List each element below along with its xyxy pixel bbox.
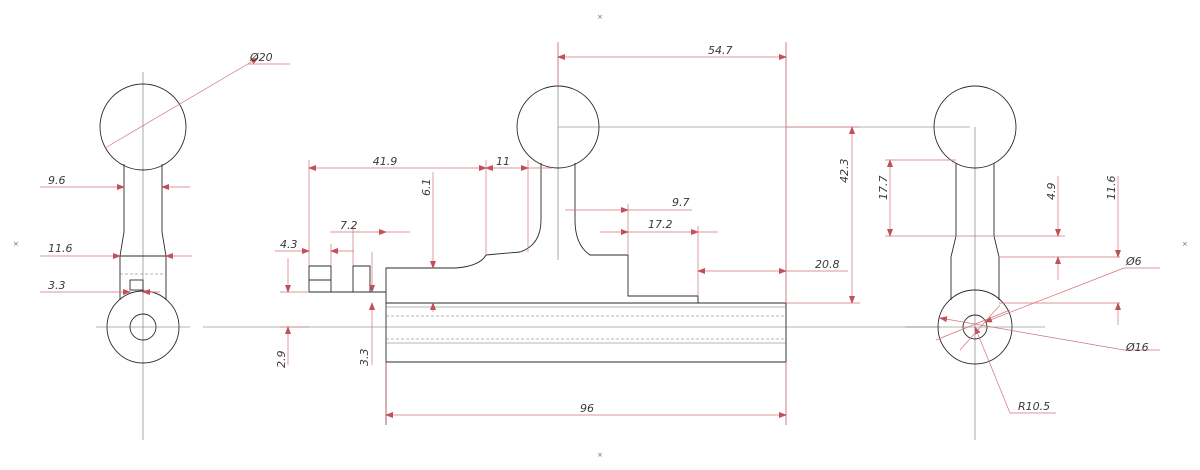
dim-eye-cross-1 (935, 309, 1011, 341)
marker-left: × (13, 240, 19, 248)
front-view-upper-step (385, 254, 786, 304)
dim-ball-diameter-line (104, 57, 259, 149)
dim-eye-diameter-text: Ø16 (1125, 341, 1149, 354)
marker-right: × (1182, 240, 1188, 248)
right-view: 17.7 4.9 11.6 Ø6 Ø16 R10.5 (877, 85, 1160, 440)
left-view-ball (99, 83, 187, 171)
front-view-right-step (627, 255, 699, 303)
front-view-neck (540, 163, 576, 220)
left-view-neck (123, 164, 163, 232)
left-view: Ø20 9.6 11.6 3.3 (40, 51, 290, 440)
dim-33-text: 3.3 (358, 349, 371, 367)
front-view: 41.9 11 6.1 7.2 4.3 2.9 3.3 96 54.7 9.7 (203, 42, 970, 425)
left-view-slot (129, 279, 144, 291)
right-view-neck (955, 163, 995, 236)
dim-116-text: 11.6 (1105, 176, 1118, 201)
dim-radius-text: R10.5 (1018, 400, 1050, 413)
dim-slot-text: 3.3 (48, 279, 66, 292)
marker-top: × (597, 13, 603, 21)
dim-neck-text: 9.6 (48, 174, 66, 187)
dim-43-text: 4.3 (280, 238, 298, 251)
marker-bottom: × (597, 451, 603, 459)
dim-lower-text: 11.6 (48, 242, 73, 255)
dim-172-text: 17.2 (648, 218, 673, 231)
dim-72-text: 7.2 (340, 219, 358, 232)
dim-eye-diameter-line (939, 316, 1125, 351)
dim-ball-diameter-text: Ø20 (249, 51, 273, 64)
dim-49-text: 4.9 (1045, 183, 1058, 201)
dim-small-diameter-text: Ø6 (1125, 255, 1142, 268)
dim-small-diameter-line (984, 267, 1125, 323)
dim-419-text: 41.9 (373, 155, 398, 168)
right-view-ball (933, 85, 1017, 169)
dim-177-text: 17.7 (877, 176, 890, 201)
dim-423-text: 42.3 (838, 159, 851, 184)
dim-29-text: 2.9 (275, 351, 288, 369)
dim-96-text: 96 (580, 402, 594, 415)
dim-208-text: 20.8 (815, 258, 840, 271)
dim-547-text: 54.7 (708, 44, 733, 57)
dim-11-text: 11 (496, 155, 510, 168)
dim-97-text: 9.7 (672, 196, 690, 209)
dim-eye-cross-2 (959, 304, 1001, 351)
front-view-neck-flare (485, 219, 628, 256)
dim-61-text: 6.1 (420, 179, 433, 197)
registration-marks: × × × × (13, 13, 1188, 459)
dim-radius-line (974, 326, 1011, 414)
front-view-small-blocks (308, 265, 386, 293)
